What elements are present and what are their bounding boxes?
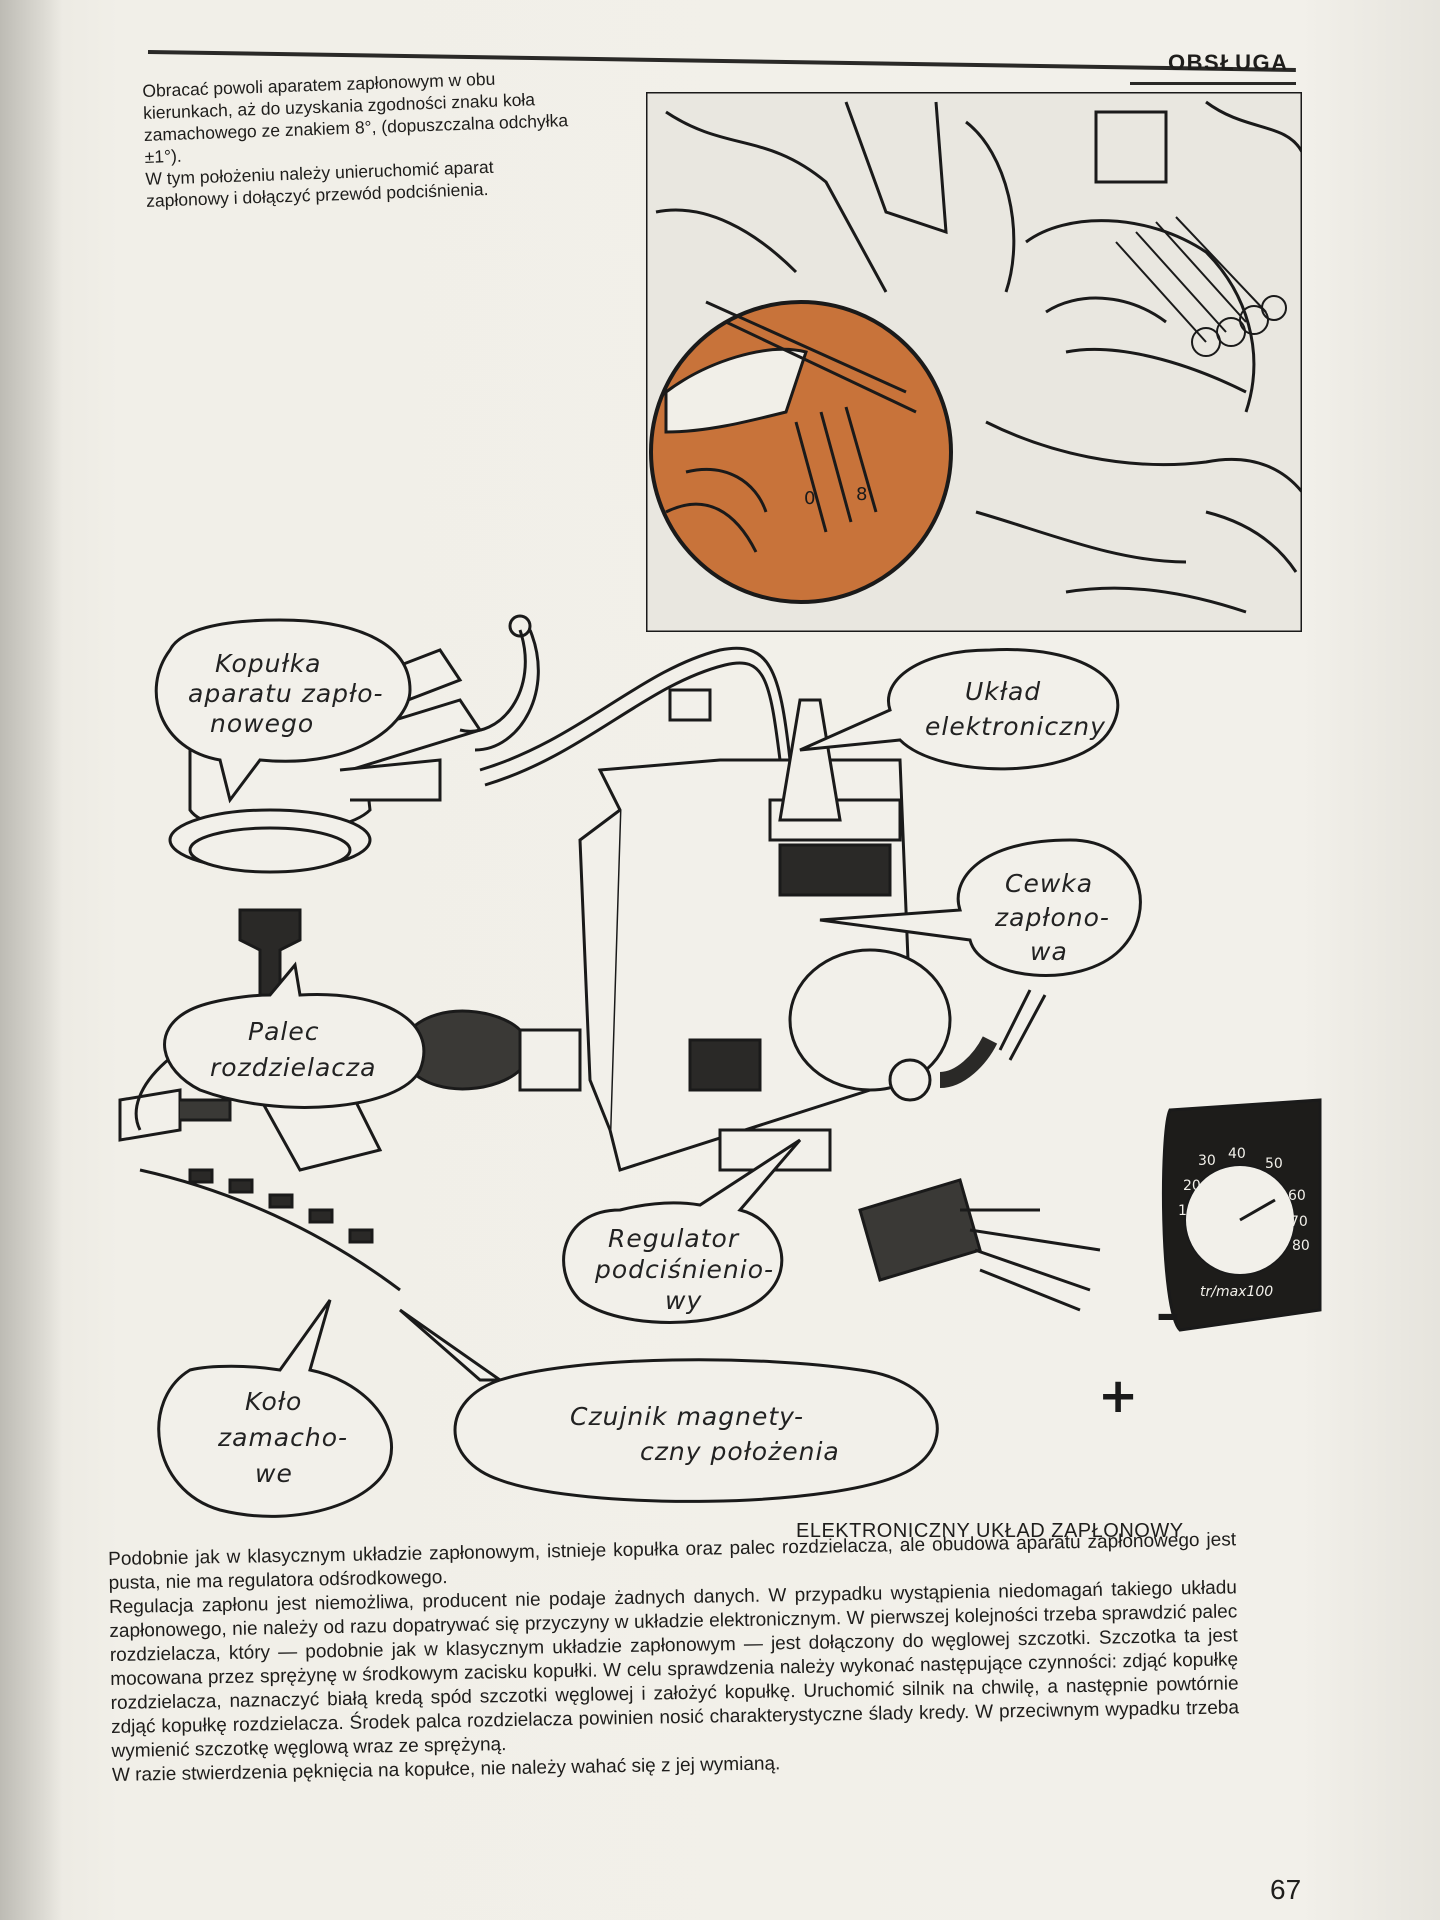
polarity-plus: + xyxy=(1098,1368,1138,1424)
body-paragraph: Regulacja zapłonu jest niemożliwa, produ… xyxy=(108,1577,1240,1762)
callout-bubble-uklad xyxy=(799,648,1120,771)
gauge-tick: 70 xyxy=(1290,1214,1308,1230)
photo-mark-0: 0 xyxy=(804,488,815,509)
gauge-tick: 30 xyxy=(1198,1153,1216,1169)
callout-regulator-line2: podciśnienio- xyxy=(594,1255,774,1284)
callout-czujnik-line1: Czujnik magnety- xyxy=(570,1402,804,1431)
callout-palec-line1: Palec xyxy=(248,1017,319,1046)
callout-bubble-cewka xyxy=(819,838,1142,977)
callout-cewka-line3: wa xyxy=(1030,937,1068,966)
callout-cewka-line2: zapłono- xyxy=(994,903,1110,932)
gauge-tick: 40 xyxy=(1228,1146,1246,1162)
callout-kolo-line1: Koło xyxy=(245,1387,302,1416)
gauge-tick: 50 xyxy=(1265,1156,1283,1172)
section-label: OBSŁUGA xyxy=(1168,50,1289,75)
photo-mark-8: 8 xyxy=(856,484,867,505)
callout-kopulka-line2: aparatu zapło- xyxy=(188,679,384,708)
callout-cewka-line1: Cewka xyxy=(1005,869,1093,898)
callout-bubble-czujnik xyxy=(399,1308,939,1503)
engine-illustration: 0 8 xyxy=(646,92,1302,632)
callout-kopulka-line1: Kopułka xyxy=(215,649,322,678)
callout-bubble-kopulka xyxy=(154,618,412,804)
intro-text: Obracać powoli aparatem zapłonowym w obu… xyxy=(142,65,576,212)
callout-uklad-line2: elektroniczny xyxy=(925,712,1106,741)
page-number: 67 xyxy=(1270,1874,1302,1905)
gauge-tick: 80 xyxy=(1292,1238,1310,1254)
figure-caption: ELEKTRONICZNY UKŁAD ZAPŁONOWY xyxy=(796,1520,1184,1542)
callout-uklad-line1: Układ xyxy=(965,677,1041,706)
gauge-tick: 60 xyxy=(1288,1188,1306,1204)
gauge-tick: 20 xyxy=(1183,1178,1201,1194)
callout-czujnik-line2: czny położenia xyxy=(640,1437,840,1466)
polarity-minus: – xyxy=(1156,1286,1180,1342)
header-rule-under-label xyxy=(1130,82,1296,85)
intro-paragraph: Obracać powoli aparatem zapłonowym w obu… xyxy=(142,68,569,167)
header-rule xyxy=(147,50,1296,73)
callout-regulator-line1: Regulator xyxy=(608,1224,740,1253)
ignition-diagram: Kopułka aparatu zapło- nowego Układ elek… xyxy=(118,614,1322,1518)
body-text: Podobnie jak w klasycznym układzie zapło… xyxy=(108,1528,1240,1788)
book-spine-shadow xyxy=(0,0,62,1920)
gauge-tick: 10 xyxy=(1178,1203,1196,1219)
callout-bubble-regulator xyxy=(562,1138,802,1324)
callout-kolo-line2: zamacho- xyxy=(217,1423,348,1452)
callout-kopulka-line3: nowego xyxy=(210,709,314,738)
tachometer-gauge: 30 40 50 20 60 10 70 80 tr/max100 xyxy=(1161,1098,1322,1332)
callout-bubble-kolo xyxy=(157,1299,393,1518)
callout-palec-line2: rozdzielacza xyxy=(210,1053,376,1082)
callout-bubble-palec xyxy=(163,961,426,1109)
callout-regulator-line3: wy xyxy=(665,1286,702,1315)
gauge-label: tr/max100 xyxy=(1200,1284,1273,1300)
callout-kolo-line3: we xyxy=(255,1459,293,1488)
